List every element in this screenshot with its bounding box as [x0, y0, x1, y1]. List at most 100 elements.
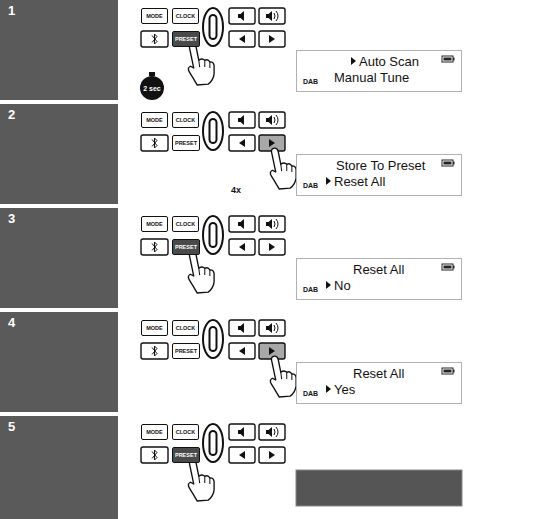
- button-label: MODE: [142, 429, 167, 435]
- control-button: [259, 8, 285, 24]
- volume-knob: [203, 216, 223, 254]
- step-number-band: 5: [0, 416, 118, 519]
- speaker-symbol: [238, 427, 244, 437]
- button-label: CLOCK: [173, 13, 198, 19]
- lcd-display: Store To PresetDABReset All: [296, 154, 462, 196]
- device-button: PRESET: [172, 343, 200, 359]
- sound-waves: [274, 219, 278, 229]
- step-number: 4: [8, 315, 15, 330]
- button-label: PRESET: [173, 452, 199, 458]
- control-button: [229, 31, 255, 47]
- control-button: [259, 31, 285, 47]
- button-label: CLOCK: [173, 325, 198, 331]
- device-button: PRESET: [172, 447, 200, 463]
- battery-icon: [442, 56, 453, 62]
- bluetooth-button: [141, 447, 168, 463]
- button-label: CLOCK: [173, 117, 198, 123]
- bluetooth-symbol: [152, 346, 157, 356]
- battery-level: [444, 266, 452, 269]
- device-button: CLOCK: [172, 320, 199, 336]
- band-indicator: DAB: [303, 182, 318, 190]
- lcd-display: Auto ScanDABManual Tune: [296, 50, 462, 92]
- menu-line: Store To Preset: [336, 158, 425, 174]
- bluetooth-button: [141, 343, 168, 359]
- volume-knob: [203, 8, 223, 46]
- step-number-band: 2: [0, 104, 118, 204]
- battery-icon: [442, 160, 453, 166]
- bluetooth-button: [141, 239, 168, 255]
- device-button: CLOCK: [172, 8, 199, 24]
- device-panel: [141, 320, 455, 397]
- menu-line: No: [334, 278, 351, 294]
- blank-display: [296, 470, 462, 506]
- stopwatch-icon: [140, 76, 164, 100]
- pressing-hand: [270, 356, 296, 397]
- control-button: [229, 135, 255, 151]
- speaker-symbol: [238, 219, 244, 229]
- battery-tip: [453, 266, 455, 269]
- arrow-symbol: [239, 347, 245, 355]
- volume-knob: [203, 320, 223, 358]
- band-indicator: DAB: [303, 390, 318, 398]
- step-number-band: 4: [0, 312, 118, 412]
- step-number: 1: [8, 3, 15, 18]
- battery-tip: [453, 58, 455, 61]
- battery-icon: [442, 264, 453, 270]
- battery-tip: [453, 162, 455, 165]
- step-number: 2: [8, 107, 15, 122]
- device-button: MODE: [141, 216, 168, 232]
- device-panel: [140, 8, 455, 100]
- control-button: [229, 343, 255, 359]
- pressing-hand: [188, 252, 214, 293]
- button-label: PRESET: [173, 36, 199, 42]
- arrow-symbol: [269, 243, 275, 251]
- volume-knob: [203, 112, 223, 150]
- step-number-band: 3: [0, 208, 118, 308]
- arrow-symbol: [269, 451, 275, 459]
- menu-line: Yes: [334, 382, 355, 398]
- button-label: MODE: [142, 13, 167, 19]
- control-button: [229, 112, 255, 128]
- device-button: MODE: [141, 320, 168, 336]
- menu-line: Reset All: [353, 366, 404, 382]
- band-indicator: DAB: [303, 286, 318, 294]
- bluetooth-symbol: [152, 34, 157, 44]
- arrow-symbol: [269, 347, 275, 355]
- button-label: CLOCK: [173, 429, 198, 435]
- control-button: [229, 447, 255, 463]
- bluetooth-button: [141, 31, 168, 47]
- device-panel: [141, 216, 455, 293]
- device-button: PRESET: [172, 239, 200, 255]
- speaker-symbol: [266, 11, 272, 21]
- bluetooth-symbol: [152, 242, 157, 252]
- button-label: MODE: [142, 221, 167, 227]
- speaker-symbol: [266, 427, 272, 437]
- arrow-symbol: [269, 139, 275, 147]
- menu-pointer: [351, 57, 356, 65]
- device-panel: [141, 112, 455, 189]
- volume-knob: [203, 424, 223, 462]
- device-button: PRESET: [172, 135, 200, 151]
- control-button: [259, 320, 285, 336]
- device-button: MODE: [141, 112, 168, 128]
- device-button: PRESET: [172, 31, 200, 47]
- button-label: MODE: [142, 117, 167, 123]
- button-label: PRESET: [173, 244, 199, 250]
- battery-level: [444, 58, 452, 61]
- arrow-symbol: [239, 35, 245, 43]
- control-button: [259, 239, 285, 255]
- arrow-symbol: [239, 451, 245, 459]
- battery-level: [444, 370, 452, 373]
- device-button: CLOCK: [172, 216, 199, 232]
- control-button: [259, 447, 285, 463]
- button-label: PRESET: [173, 140, 199, 146]
- pressing-hand: [188, 44, 214, 85]
- sound-waves: [274, 11, 278, 21]
- knob-grip: [210, 327, 217, 351]
- control-button: [229, 216, 255, 232]
- band-indicator: DAB: [303, 78, 318, 86]
- press-count: 4x: [231, 185, 241, 195]
- lcd-display: Reset AllDAB Yes: [296, 362, 462, 404]
- arrow-symbol: [239, 139, 245, 147]
